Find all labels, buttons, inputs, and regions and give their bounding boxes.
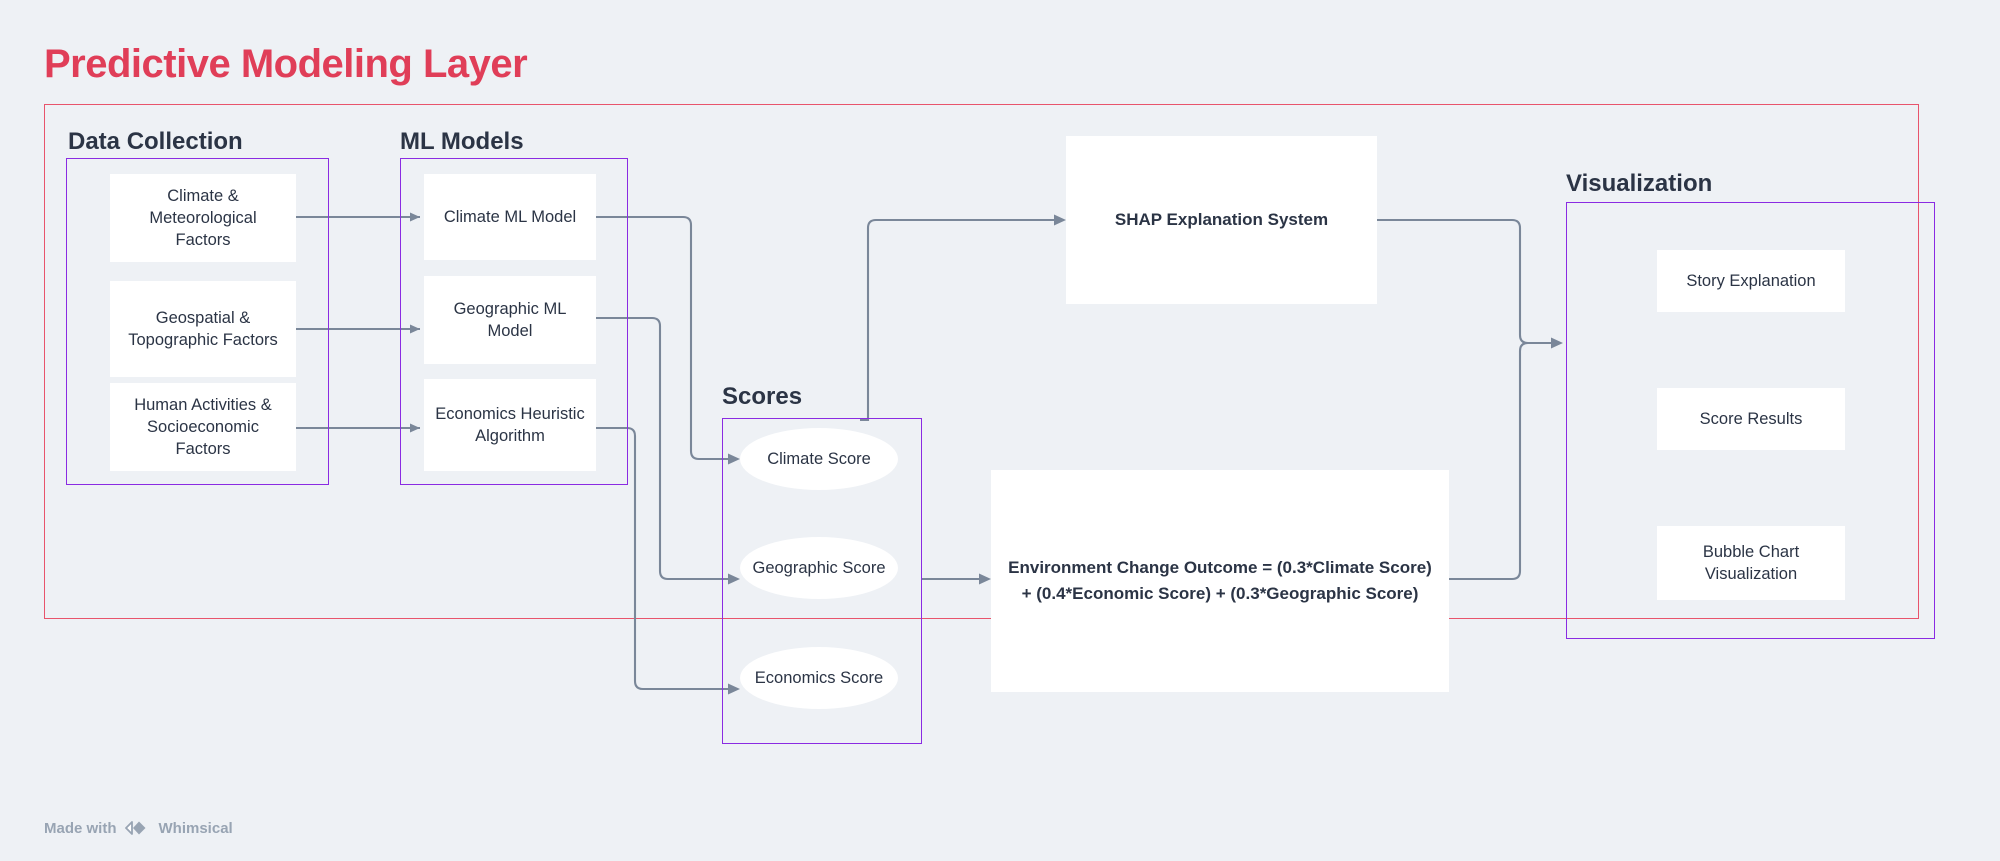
node-human-activities-socioeconomic-factors[interactable]: Human Activities & Socioeconomic Factors bbox=[110, 383, 296, 471]
node-economics-score[interactable]: Economics Score bbox=[740, 647, 898, 709]
predictive-modeling-layer-frame bbox=[44, 104, 1919, 619]
group-title-scores: Scores bbox=[722, 383, 803, 410]
node-bubble-chart-visualization[interactable]: Bubble Chart Visualization bbox=[1657, 526, 1845, 600]
node-geographic-score[interactable]: Geographic Score bbox=[740, 537, 898, 599]
node-climate-score[interactable]: Climate Score bbox=[740, 428, 898, 490]
group-title-visualization: Visualization bbox=[1566, 170, 1713, 197]
group-box-data-collection bbox=[66, 158, 329, 485]
node-geographic-ml-model[interactable]: Geographic ML Model bbox=[424, 276, 596, 364]
page-title: Predictive Modeling Layer bbox=[44, 42, 528, 86]
footer-brand-label: Whimsical bbox=[158, 819, 233, 837]
node-shap-explanation-system[interactable]: SHAP Explanation System bbox=[1066, 136, 1377, 304]
whimsical-logo-icon bbox=[124, 818, 151, 838]
group-box-scores bbox=[722, 418, 922, 744]
group-box-visualization bbox=[1566, 202, 1935, 639]
node-story-explanation[interactable]: Story Explanation bbox=[1657, 250, 1845, 312]
node-score-results[interactable]: Score Results bbox=[1657, 388, 1845, 450]
group-box-ml-models bbox=[400, 158, 628, 485]
group-title-ml-models: ML Models bbox=[400, 128, 524, 155]
node-climate-meteorological-factors[interactable]: Climate & Meteorological Factors bbox=[110, 174, 296, 262]
node-economics-heuristic-algorithm[interactable]: Economics Heuristic Algorithm bbox=[424, 379, 596, 471]
node-environment-change-outcome-formula[interactable]: Environment Change Outcome = (0.3*Climat… bbox=[991, 470, 1449, 692]
footer-made-with-label: Made with bbox=[44, 819, 117, 837]
footer-attribution: Made with Whimsical bbox=[44, 818, 233, 838]
node-climate-ml-model[interactable]: Climate ML Model bbox=[424, 174, 596, 260]
group-title-data-collection: Data Collection bbox=[68, 128, 243, 155]
node-geospatial-topographic-factors[interactable]: Geospatial & Topographic Factors bbox=[110, 281, 296, 377]
